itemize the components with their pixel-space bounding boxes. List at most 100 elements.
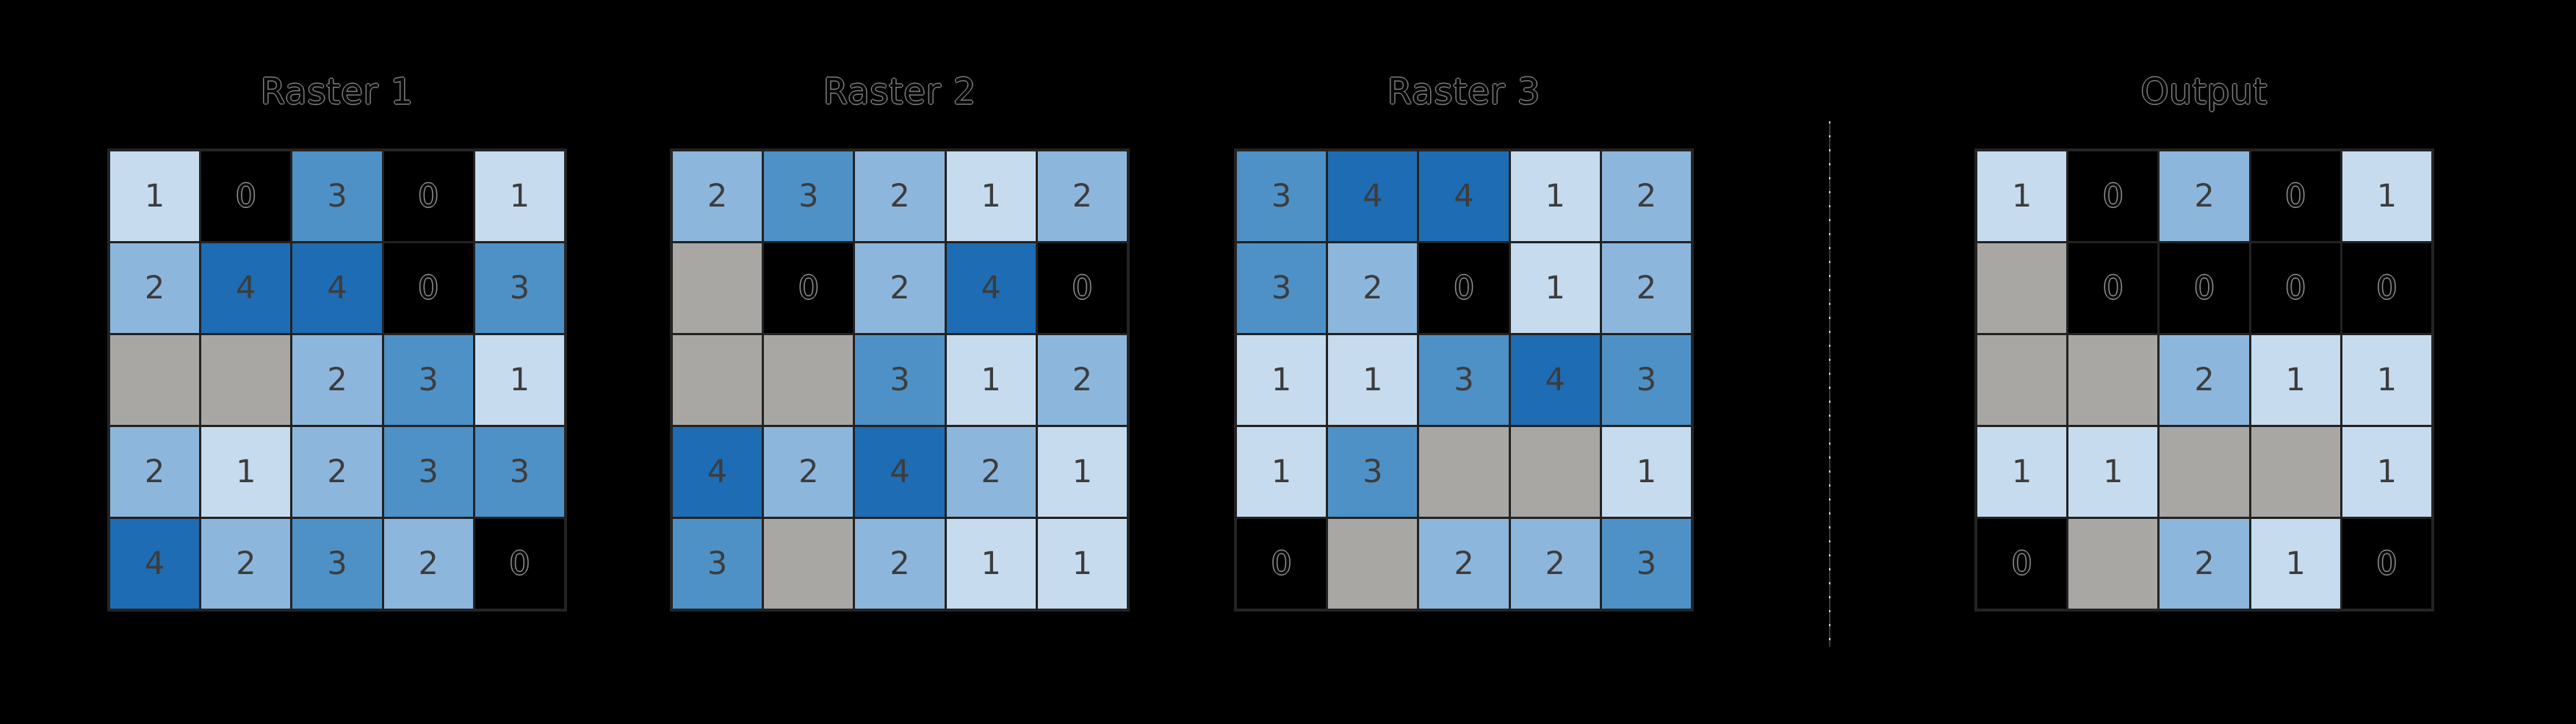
grid-cell-value-3: 3 (1601, 519, 1691, 609)
nodata-cell (2251, 427, 2340, 517)
grid-cell-value-2: 2 (855, 151, 945, 241)
grid-cell-value-0: 0 (1037, 243, 1127, 333)
nodata-cell (673, 243, 762, 333)
grid-cell-value-3: 3 (292, 151, 382, 241)
grid-cell-value-3: 3 (383, 427, 473, 517)
grid-cell-value-2: 2 (1328, 243, 1418, 333)
grid-cell-value-0: 0 (2342, 519, 2431, 609)
grid-cell-value-1: 1 (2342, 151, 2431, 241)
grid-cell-value-2: 2 (855, 243, 945, 333)
grid-cell-value-3: 3 (475, 427, 564, 517)
nodata-cell (201, 335, 291, 425)
grid-cell-value-4: 4 (110, 519, 200, 609)
nodata-cell (764, 335, 854, 425)
grid-cell-value-1: 1 (1977, 427, 2067, 517)
grid-cell-value-3: 3 (383, 335, 473, 425)
grid-cell-value-0: 0 (1977, 519, 2067, 609)
grid-cell-value-2: 2 (1601, 151, 1691, 241)
grid-cell-value-1: 1 (946, 151, 1036, 241)
nodata-cell (2068, 335, 2158, 425)
grid-cell-value-1: 1 (2251, 335, 2340, 425)
grid-cell-value-2: 2 (673, 151, 762, 241)
grid-cell-value-0: 0 (2251, 243, 2340, 333)
grid-cell-value-2: 2 (110, 427, 200, 517)
nodata-cell (1977, 335, 2067, 425)
grid-cell-value-0: 0 (201, 151, 291, 241)
nodata-cell (2068, 519, 2158, 609)
grid-cell-value-2: 2 (383, 519, 473, 609)
grid-cell-value-1: 1 (1237, 335, 1327, 425)
grid-cell-value-2: 2 (110, 243, 200, 333)
ellipsis-dashed-separator (1829, 121, 1830, 647)
grid-cell-value-0: 0 (2251, 151, 2340, 241)
nodata-cell (110, 335, 200, 425)
nodata-cell (1510, 427, 1600, 517)
nodata-cell (2160, 427, 2249, 517)
grid-cell-value-4: 4 (1328, 151, 1418, 241)
grid-cell-value-1: 1 (110, 151, 200, 241)
grid-cell-value-1: 1 (1328, 335, 1418, 425)
grid-cell-value-4: 4 (201, 243, 291, 333)
grid-cell-value-2: 2 (2160, 519, 2249, 609)
grid-cell-value-2: 2 (292, 335, 382, 425)
grid-cell-value-3: 3 (1237, 243, 1327, 333)
grid-cell-value-0: 0 (2342, 243, 2431, 333)
grid-cell-value-3: 3 (475, 243, 564, 333)
nodata-cell (1419, 427, 1509, 517)
grid-cell-value-2: 2 (2160, 151, 2249, 241)
grid-cell-value-2: 2 (292, 427, 382, 517)
grid-cell-value-2: 2 (2160, 335, 2249, 425)
grid-cell-value-3: 3 (1419, 335, 1509, 425)
grid-cell-value-1: 1 (946, 519, 1036, 609)
grid-cell-value-2: 2 (1419, 519, 1509, 609)
grid-cell-value-1: 1 (1237, 427, 1327, 517)
grid-cell-value-1: 1 (1037, 427, 1127, 517)
grid-cell-value-1: 1 (1977, 151, 2067, 241)
grid-cell-value-2: 2 (1037, 335, 1127, 425)
raster-2-title: Raster 2 (823, 71, 977, 112)
grid-cell-value-1: 1 (946, 335, 1036, 425)
grid-cell-value-2: 2 (1601, 243, 1691, 333)
grid-cell-value-3: 3 (764, 151, 854, 241)
raster-1-title: Raster 1 (260, 71, 414, 112)
nodata-cell (1977, 243, 2067, 333)
grid-cell-value-1: 1 (1510, 151, 1600, 241)
grid-cell-value-4: 4 (946, 243, 1036, 333)
grid-cell-value-3: 3 (292, 519, 382, 609)
grid-cell-value-0: 0 (2160, 243, 2249, 333)
grid-cell-value-4: 4 (292, 243, 382, 333)
grid-cell-value-0: 0 (383, 151, 473, 241)
grid-cell-value-3: 3 (1601, 335, 1691, 425)
nodata-cell (764, 519, 854, 609)
grid-cell-value-2: 2 (201, 519, 291, 609)
grid-cell-value-3: 3 (855, 335, 945, 425)
grid-cell-value-2: 2 (855, 519, 945, 609)
grid-cell-value-4: 4 (673, 427, 762, 517)
grid-cell-value-2: 2 (764, 427, 854, 517)
grid-cell-value-1: 1 (1601, 427, 1691, 517)
grid-cell-value-4: 4 (855, 427, 945, 517)
grid-cell-value-1: 1 (1037, 519, 1127, 609)
grid-cell-value-3: 3 (1237, 151, 1327, 241)
grid-cell-value-1: 1 (2068, 427, 2158, 517)
grid-cell-value-2: 2 (946, 427, 1036, 517)
nodata-cell (1328, 519, 1418, 609)
nodata-cell (673, 335, 762, 425)
grid-cell-value-1: 1 (2342, 335, 2431, 425)
grid-cell-value-1: 1 (2251, 519, 2340, 609)
grid-cell-value-1: 1 (201, 427, 291, 517)
grid-cell-value-1: 1 (475, 151, 564, 241)
grid-cell-value-0: 0 (764, 243, 854, 333)
grid-cell-value-0: 0 (1237, 519, 1327, 609)
grid-cell-value-0: 0 (1419, 243, 1509, 333)
grid-cell-value-0: 0 (475, 519, 564, 609)
output-title: Output (2140, 71, 2268, 112)
grid-cell-value-0: 0 (2068, 243, 2158, 333)
grid-cell-value-1: 1 (1510, 243, 1600, 333)
